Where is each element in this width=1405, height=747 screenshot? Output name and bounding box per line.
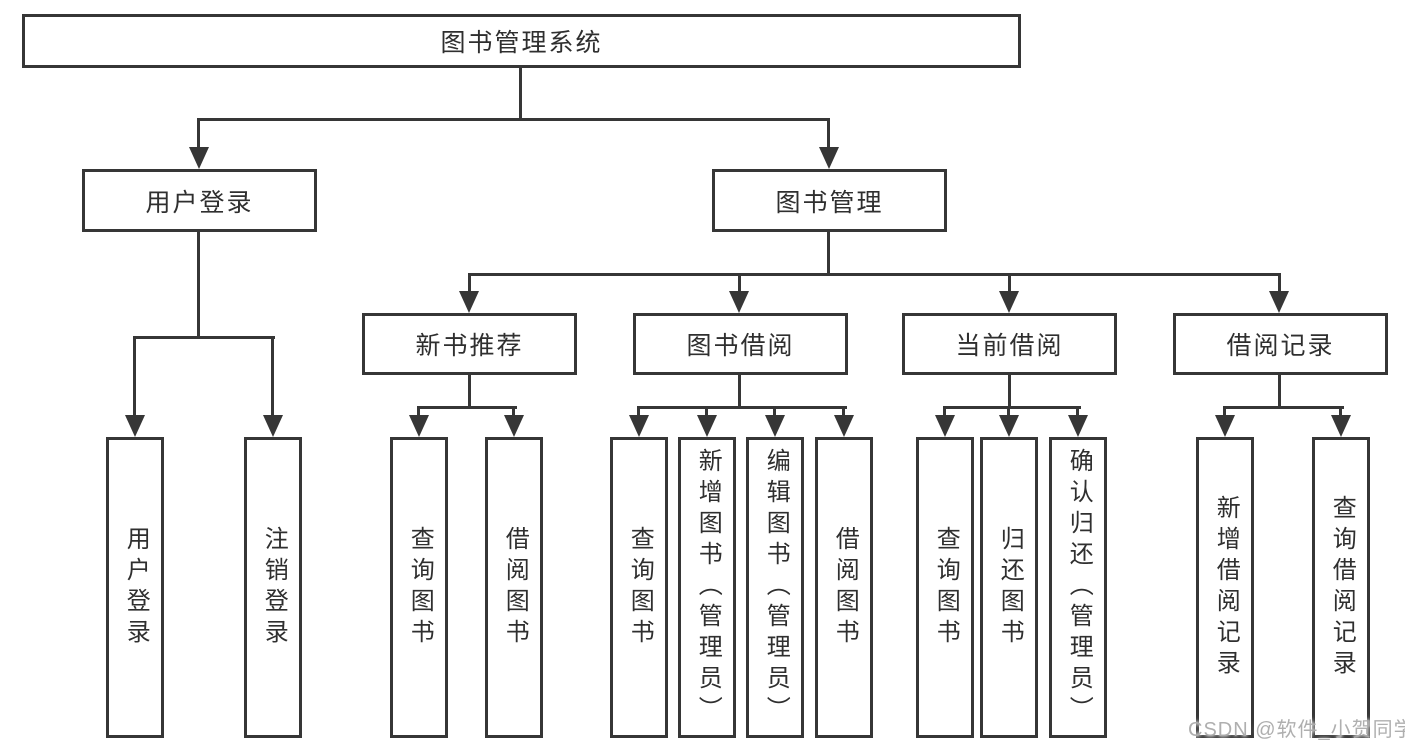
connector-line <box>133 336 136 418</box>
connector-line <box>1008 373 1011 408</box>
arrowhead-icon <box>263 415 283 437</box>
arrowhead-icon <box>1215 415 1235 437</box>
connector-line <box>1007 406 1010 420</box>
arrowhead-icon <box>729 291 749 313</box>
leaf-user-login: 用户登录 <box>106 437 164 738</box>
leaf-label: 新增借阅记录 <box>1212 494 1240 681</box>
connector-line <box>1223 406 1226 420</box>
connector-line <box>468 373 471 408</box>
connector-line <box>1223 406 1344 409</box>
arrowhead-icon <box>999 291 1019 313</box>
leaf-label: 借阅图书 <box>831 525 859 650</box>
node-label: 借阅记录 <box>1226 332 1335 360</box>
leaf-label: 新增图书（管理员） <box>694 448 722 727</box>
connector-line <box>197 230 200 338</box>
leaf-add-books-admin: 新增图书（管理员） <box>678 437 736 738</box>
connector-line <box>773 406 776 420</box>
connector-line <box>468 273 1281 276</box>
connector-line <box>1076 406 1079 420</box>
leaf-borrow-books-recommend: 借阅图书 <box>485 437 543 738</box>
arrowhead-icon <box>765 415 785 437</box>
leaf-edit-books-admin: 编辑图书（管理员） <box>746 437 804 738</box>
node-borrowing-records: 借阅记录 <box>1173 313 1388 375</box>
arrowhead-icon <box>1331 415 1351 437</box>
connector-line <box>197 118 830 121</box>
node-user-login-branch: 用户登录 <box>82 169 317 232</box>
connector-line <box>417 406 517 409</box>
arrowhead-icon <box>459 291 479 313</box>
connector-line <box>271 336 274 418</box>
leaf-label: 用户登录 <box>122 525 150 650</box>
node-label: 用户登录 <box>145 188 254 217</box>
arrowhead-icon <box>189 147 209 169</box>
connector-line <box>133 336 275 339</box>
watermark: CSDN @软件_小贺同学 <box>1188 719 1405 741</box>
connector-line <box>1008 273 1011 293</box>
node-label: 图书借阅 <box>686 332 795 360</box>
leaf-label: 编辑图书（管理员） <box>762 448 790 727</box>
arrowhead-icon <box>125 415 145 437</box>
node-label: 图书管理 <box>775 188 884 217</box>
connector-line <box>637 406 640 420</box>
connector-line <box>519 66 522 120</box>
node-new-book-recommend: 新书推荐 <box>362 313 577 375</box>
connector-line <box>705 406 708 420</box>
connector-line <box>512 406 515 420</box>
arrowhead-icon <box>1269 291 1289 313</box>
leaf-label: 查询图书 <box>626 525 654 650</box>
connector-line <box>738 373 741 408</box>
leaf-label: 借阅图书 <box>501 525 529 650</box>
arrowhead-icon <box>409 415 429 437</box>
arrowhead-icon <box>834 415 854 437</box>
connector-line <box>827 118 830 150</box>
node-book-management-branch: 图书管理 <box>712 169 947 232</box>
leaf-query-books-current: 查询图书 <box>916 437 974 738</box>
leaf-label: 查询图书 <box>406 525 434 650</box>
arrowhead-icon <box>999 415 1019 437</box>
connector-line <box>197 118 200 150</box>
node-label: 当前借阅 <box>955 332 1064 360</box>
connector-line <box>827 230 830 275</box>
connector-line <box>468 273 471 293</box>
leaf-label: 查询图书 <box>932 525 960 650</box>
leaf-label: 查询借阅记录 <box>1328 494 1356 681</box>
leaf-query-books-recommend: 查询图书 <box>390 437 448 738</box>
node-label: 新书推荐 <box>415 332 524 360</box>
node-book-borrowing: 图书借阅 <box>633 313 848 375</box>
arrowhead-icon <box>819 147 839 169</box>
connector-line <box>1278 273 1281 293</box>
leaf-confirm-return-admin: 确认归还（管理员） <box>1049 437 1107 738</box>
connector-line <box>738 273 741 293</box>
connector-line <box>417 406 420 420</box>
node-library-management-system: 图书管理系统 <box>22 14 1021 68</box>
leaf-logout: 注销登录 <box>244 437 302 738</box>
leaf-label: 归还图书 <box>996 525 1024 650</box>
arrowhead-icon <box>697 415 717 437</box>
leaf-query-borrow-record: 查询借阅记录 <box>1312 437 1370 738</box>
connector-line <box>1278 373 1281 408</box>
arrowhead-icon <box>629 415 649 437</box>
connector-line <box>943 406 946 420</box>
arrowhead-icon <box>935 415 955 437</box>
node-current-borrowing: 当前借阅 <box>902 313 1117 375</box>
leaf-label: 注销登录 <box>260 525 288 650</box>
leaf-add-borrow-record: 新增借阅记录 <box>1196 437 1254 738</box>
arrowhead-icon <box>1068 415 1088 437</box>
arrowhead-icon <box>504 415 524 437</box>
connector-line <box>1339 406 1342 420</box>
connector-line <box>943 406 1081 409</box>
node-label: 图书管理系统 <box>440 29 603 57</box>
connector-line <box>842 406 845 420</box>
leaf-label: 确认归还（管理员） <box>1065 448 1093 727</box>
leaf-return-books: 归还图书 <box>980 437 1038 738</box>
leaf-borrow-books: 借阅图书 <box>815 437 873 738</box>
connector-line <box>637 406 847 409</box>
leaf-query-books-borrowing: 查询图书 <box>610 437 668 738</box>
